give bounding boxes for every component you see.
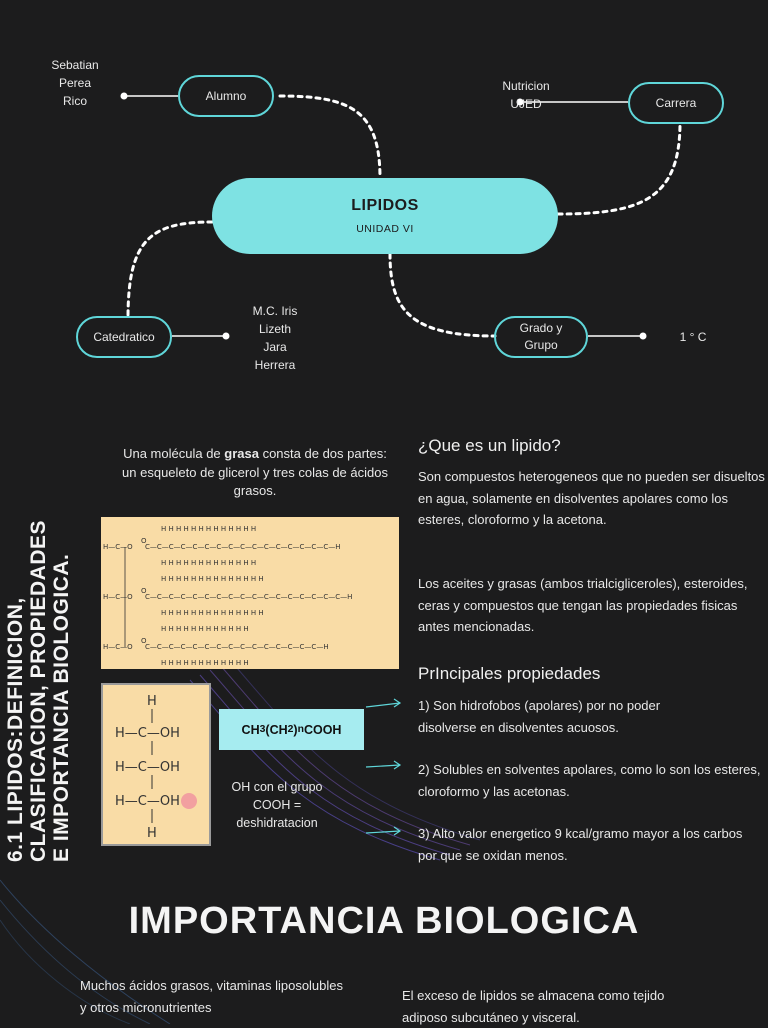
catedratico-value-line: Lizeth (258, 322, 292, 336)
importancia-left-text: Muchos ácidos grasos, vitaminas liposolu… (80, 978, 344, 1015)
catedratico-value: M.C. Iris Lizeth Jara Herrera (238, 302, 312, 374)
svg-text:C—C—C—C—C—C—C—C—C—C—C—C—C—C—C—: C—C—C—C—C—C—C—C—C—C—C—C—C—C—C—H (145, 643, 329, 651)
que-es-heading: ¿Que es un lipido? (418, 436, 561, 455)
propiedad-item-3: 3) Alto valor energetico 9 kcal/gramo ma… (418, 826, 743, 863)
carrera-value: Nutricion UJED (488, 77, 564, 113)
carrera-value-line: UJED (510, 97, 542, 111)
svg-text:H H H H H H H H: H H H H H H H H H H H H H (161, 525, 256, 533)
caption-text: consta de dos partes: un esqueleto de gl… (122, 446, 388, 498)
center-title: LIPIDOS (351, 197, 419, 214)
formula-part: COOH (303, 722, 342, 737)
alumno-node: Alumno (178, 75, 274, 117)
svg-text:H—C—OH: H—C—OH (115, 794, 180, 809)
svg-text:C—C—C—C—C—C—C—C—C—C—C—C—C—C—C—: C—C—C—C—C—C—C—C—C—C—C—C—C—C—C—C—C—H (145, 593, 352, 601)
lipidos-center-node: LIPIDOS UNIDAD VI (212, 178, 558, 254)
svg-text:H H H H H H H H: H H H H H H H H H H H H (161, 625, 249, 633)
alumno-value-line: Sebatian (51, 58, 99, 72)
svg-text:H—C—O: H—C—O (103, 593, 133, 601)
alumno-value-line: Perea (58, 76, 92, 90)
svg-text:O: O (141, 537, 147, 545)
grado-value: 1 ° C (679, 330, 707, 344)
propiedades-heading: PrIncipales propiedades (418, 664, 601, 683)
formula-sub: 3 (259, 724, 266, 735)
mindmap-connectors (120, 92, 682, 340)
svg-text:H H H H H H H H: H H H H H H H H H H H H (161, 659, 249, 667)
catedratico-label: Catedratico (93, 330, 155, 344)
svg-text:H H H H H H H H: H H H H H H H H H H H H H (161, 559, 256, 567)
section-title-vertical: 6.1 LIPIDOS:DEFINICION, CLASIFICACION, P… (4, 432, 73, 862)
center-subtitle: UNIDAD VI (356, 223, 414, 235)
glycerol-structure-image: H H—C—OH H—C—OH H—C—OH H (101, 683, 211, 846)
dehydration-note: OH con el grupo COOH = deshidratacion (222, 778, 332, 832)
svg-text:H: H (147, 826, 157, 841)
grado-node: Grado y Grupo (494, 316, 588, 358)
section-title-line: E IMPORTANCIA BIOLOGICA. (50, 553, 73, 862)
section-title-line: CLASIFICACION, PROPIEDADES (27, 519, 50, 862)
grado-label-line: Grupo (524, 338, 558, 352)
molecule-caption: Una molécula de grasa consta de dos part… (122, 445, 388, 501)
carrera-node: Carrera (628, 82, 724, 124)
svg-text:H H H H H H H H: H H H H H H H H H H H H H H (161, 575, 264, 583)
formula-sub: 2 (287, 724, 294, 735)
svg-text:O: O (141, 587, 147, 595)
alumno-value-line: Rico (62, 94, 87, 108)
svg-text:H H H H H H H H: H H H H H H H H H H H H H H (161, 609, 264, 617)
alumno-value: Sebatian Perea Rico (40, 56, 110, 110)
svg-text:H—C—OH: H—C—OH (115, 726, 180, 741)
section-title-line: 6.1 LIPIDOS:DEFINICION, (4, 597, 27, 862)
note-line: deshidratacion (236, 816, 318, 830)
grado-label-line: Grado y (519, 321, 563, 335)
arrows (365, 698, 402, 836)
svg-text:H—C—OH: H—C—OH (115, 760, 180, 775)
triglyceride-structure-image: H—C—O H—C—O H—C—O O C—C—C—C—C—C—C—C—C—C—… (101, 517, 399, 669)
carrera-value-line: Nutricion (502, 79, 550, 93)
alumno-label: Alumno (205, 89, 247, 103)
svg-text:H: H (147, 694, 157, 709)
formula-part: ) (293, 722, 298, 737)
que-es-paragraph-2: Los aceites y grasas (ambos trialciglice… (418, 576, 748, 634)
note-line: OH con el grupo (231, 780, 323, 794)
importancia-right-text: El exceso de lipidos se almacena como te… (402, 988, 665, 1025)
triglyceride-diagram: H—C—O H—C—O H—C—O O C—C—C—C—C—C—C—C—C—C—… (103, 525, 352, 667)
caption-text: Una molécula de (123, 446, 225, 461)
que-es-paragraph-1: Son compuestos heterogeneos que no puede… (418, 469, 765, 527)
svg-text:H—C—O: H—C—O (103, 543, 133, 551)
carrera-label: Carrera (655, 96, 697, 110)
propiedad-item-2: 2) Solubles en solventes apolares, como … (418, 762, 761, 799)
catedratico-value-line: M.C. Iris (252, 304, 298, 318)
propiedad-item-1: 1) Son hidrofobos (apolares) por no pode… (418, 698, 661, 735)
catedratico-value-line: Jara (263, 340, 287, 354)
catedratico-value-line: Herrera (254, 358, 296, 372)
catedratico-node: Catedratico (76, 316, 172, 358)
importancia-title: IMPORTANCIA BIOLOGICA (128, 900, 640, 942)
svg-text:O: O (141, 637, 147, 645)
svg-text:H—C—O: H—C—O (103, 643, 133, 651)
formula-part: CH (241, 722, 260, 737)
note-line: COOH = (252, 798, 302, 812)
caption-bold: grasa (224, 446, 259, 461)
formula-part: (CH (265, 722, 288, 737)
svg-text:C—C—C—C—C—C—C—C—C—C—C—C—C—C—C—: C—C—C—C—C—C—C—C—C—C—C—C—C—C—C—C—H (145, 543, 340, 551)
glycerol-diagram: H H—C—OH H—C—OH H—C—OH H (115, 694, 197, 841)
formula-sub: n (297, 724, 304, 735)
